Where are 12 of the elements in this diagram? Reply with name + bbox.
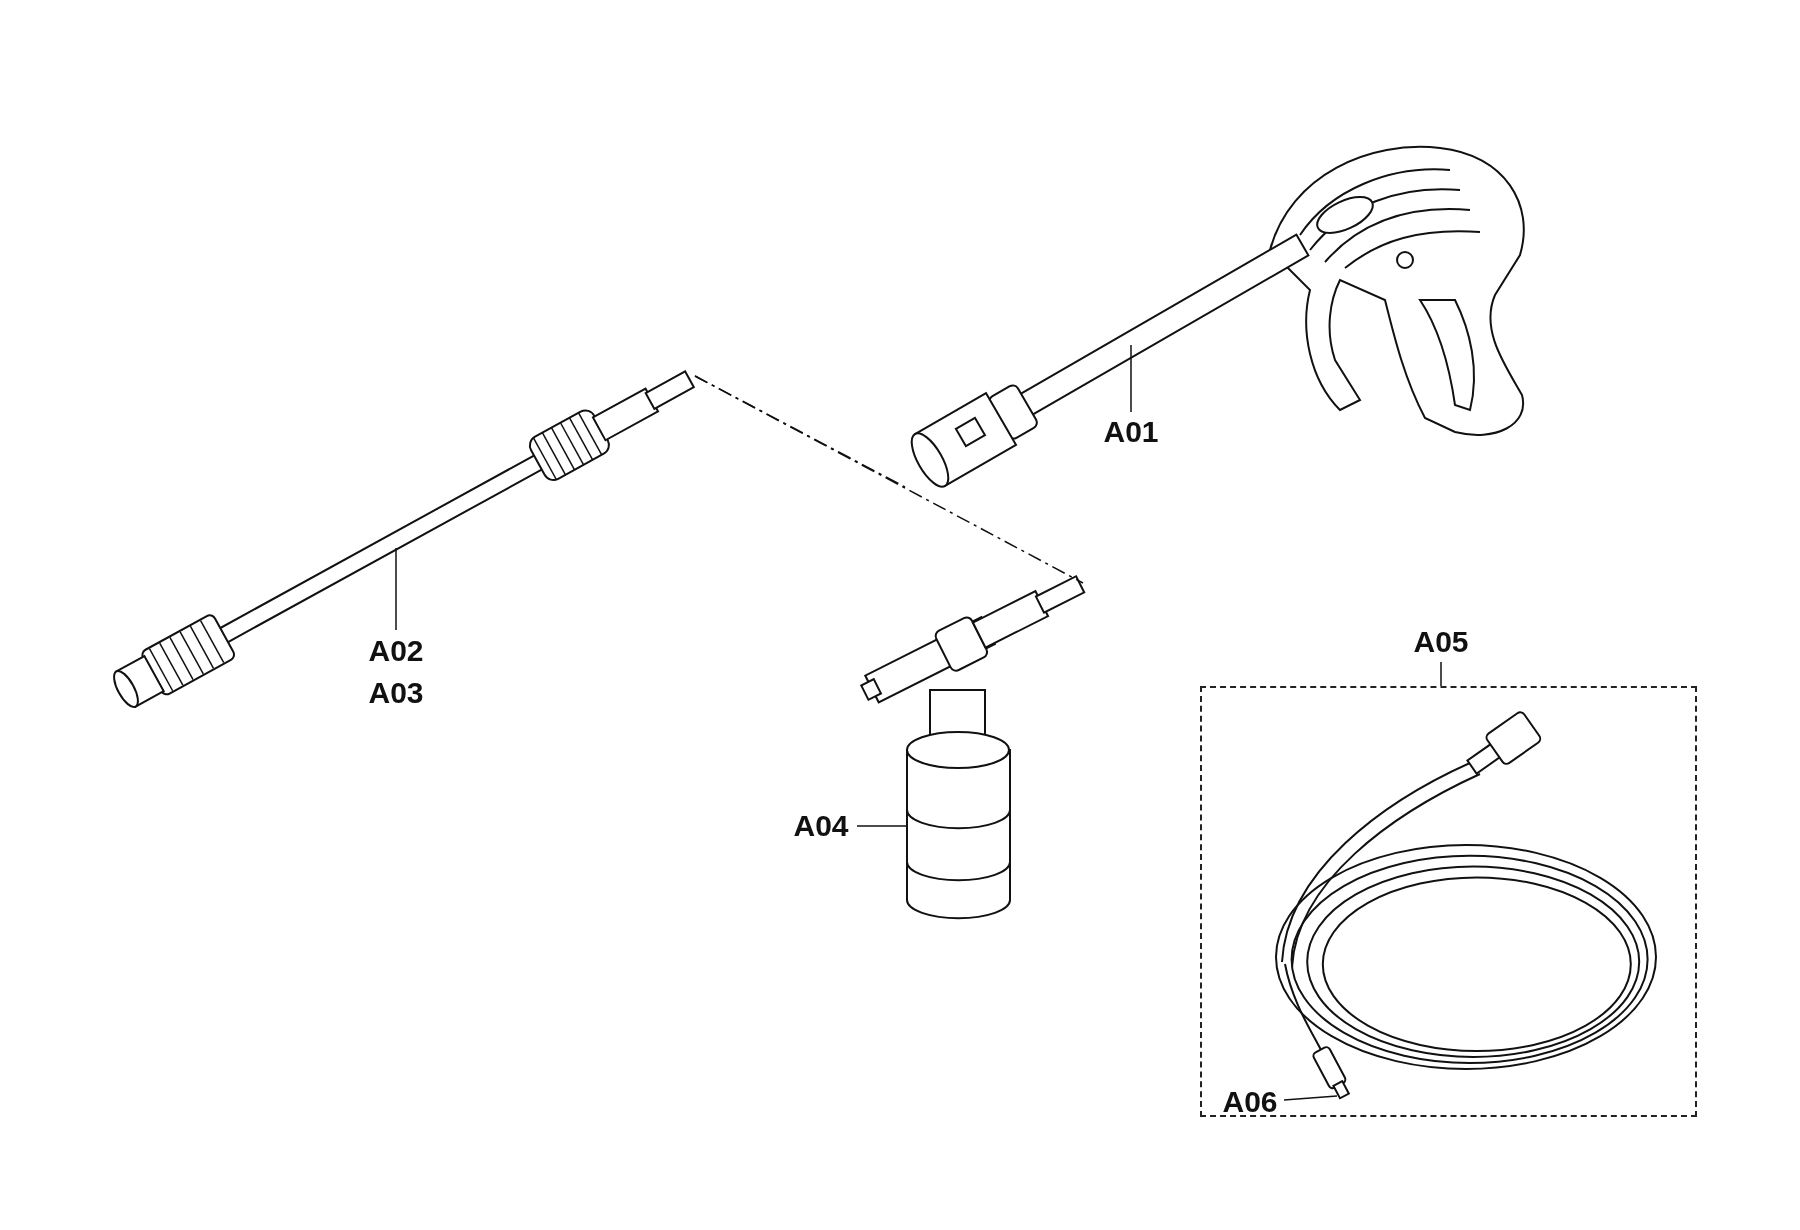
leader-line xyxy=(1440,661,1442,687)
callout-number: A02 xyxy=(368,633,424,669)
callout-number: A06 xyxy=(1222,1084,1278,1120)
callout-number: A03 xyxy=(368,675,424,711)
callout-number: A01 xyxy=(1103,414,1159,450)
assembly-line xyxy=(694,375,1084,584)
leader-line xyxy=(856,825,908,827)
leader-line xyxy=(1130,344,1132,413)
leader-line xyxy=(395,547,397,631)
callout-number: A04 xyxy=(793,808,849,844)
dashed-frame xyxy=(1200,686,1697,1117)
callout-number: A05 xyxy=(1413,624,1469,660)
